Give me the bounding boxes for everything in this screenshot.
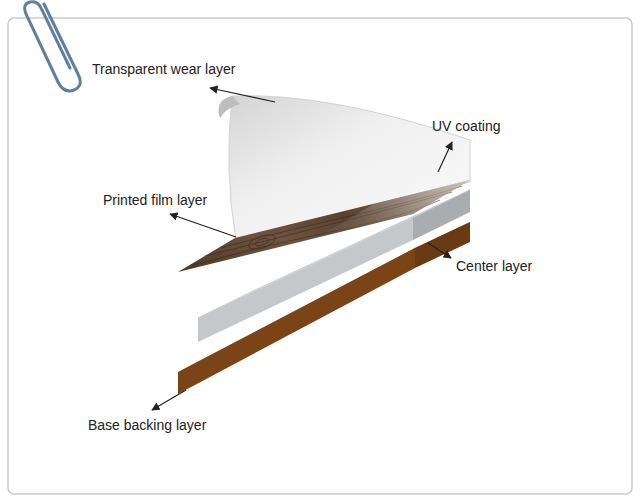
wood-knot [247, 232, 277, 253]
leader-arrow [428, 243, 451, 258]
wood-knot [254, 237, 269, 247]
part-label: Base backing layer [88, 417, 206, 434]
part-label: Transparent wear layer [92, 61, 235, 78]
leader-arrow [210, 88, 275, 102]
sheet-curl [219, 96, 241, 118]
leader-arrow [170, 214, 236, 237]
part-label: Center layer [456, 258, 532, 275]
uv-coating [320, 180, 470, 236]
part-label: Printed film layer [103, 192, 207, 209]
printed-film [178, 180, 470, 272]
paper-clip [25, 2, 81, 91]
frame [8, 18, 632, 494]
part-label: UV coating [432, 118, 500, 135]
leader-arrow [152, 390, 186, 410]
leader-arrow [438, 142, 452, 172]
